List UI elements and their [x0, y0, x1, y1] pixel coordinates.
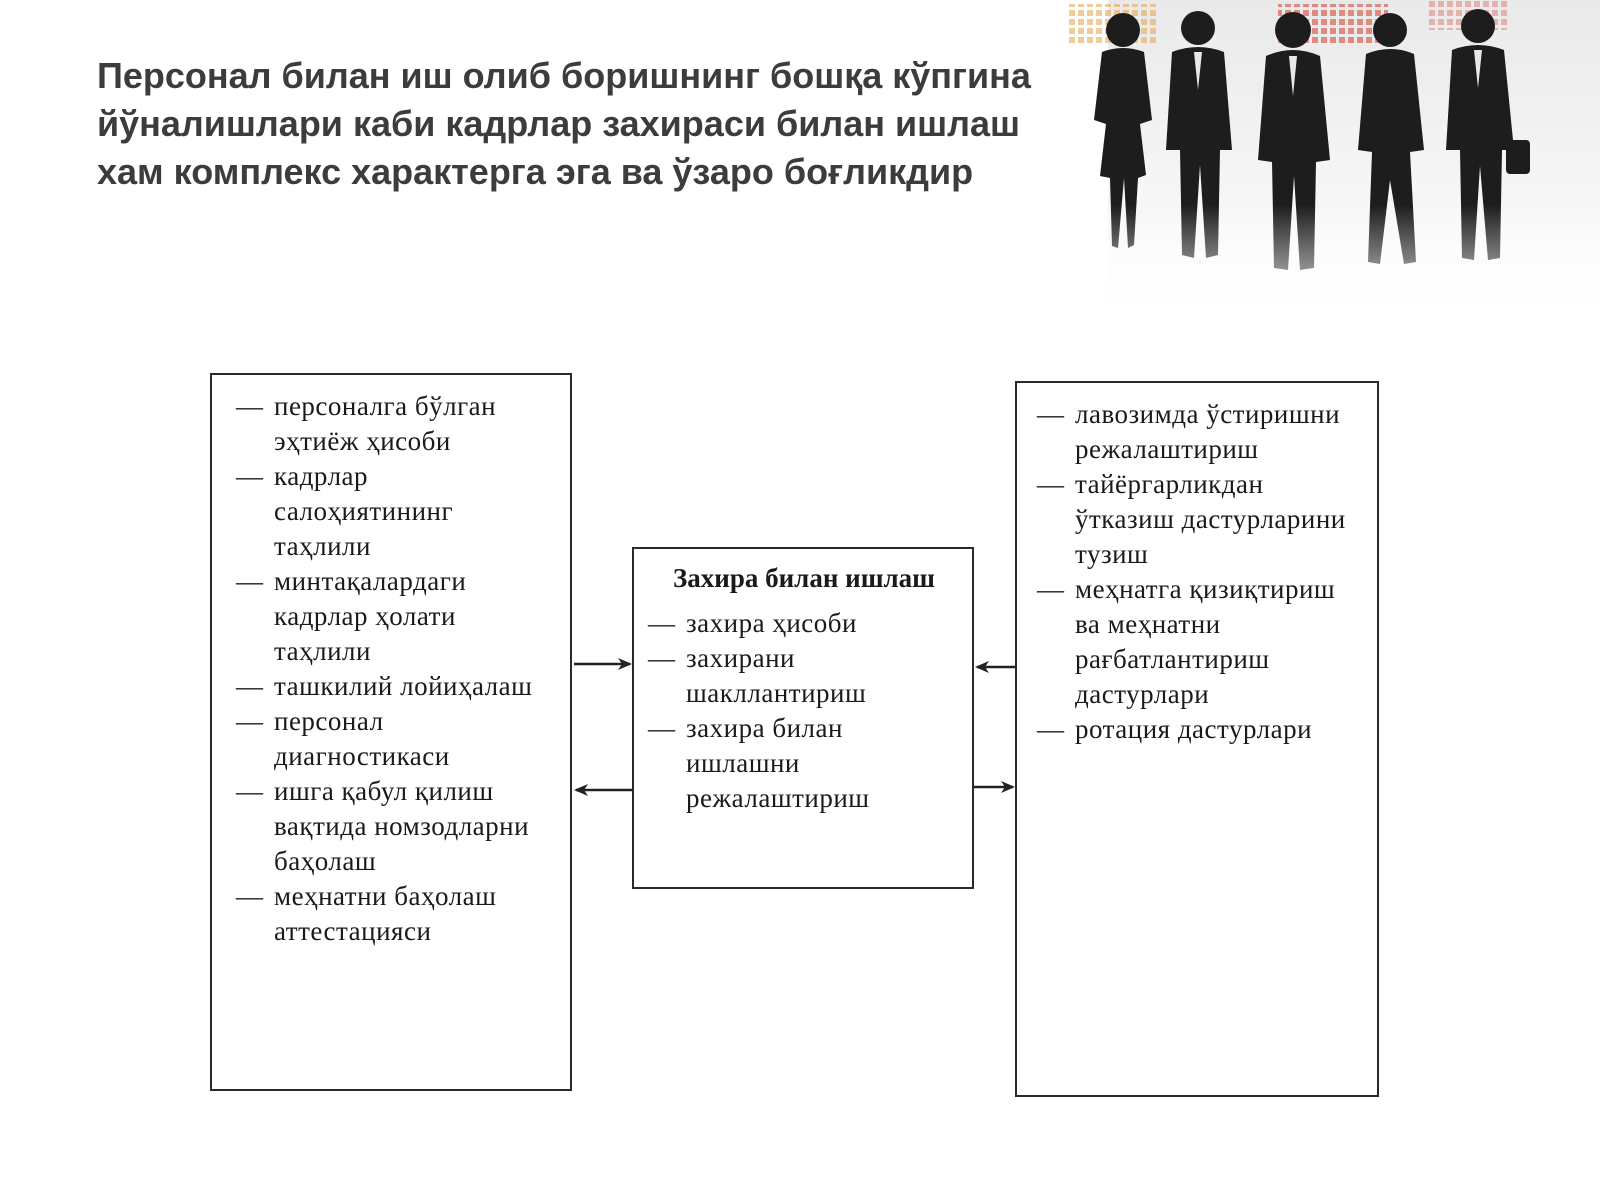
center-box-list: — захира ҳисоби — захирани шакллантириш — з…: [648, 606, 960, 816]
dash-glyph: —: [236, 391, 264, 421]
list-item-text: меҳнатга қизиқтириш ва меҳнатни рағбатла…: [1075, 574, 1336, 709]
list-item: — захира билан ишлашни режалаштириш: [648, 711, 960, 816]
list-item-text: тайёргарликдан ўтказиш дастурларини тузи…: [1075, 469, 1346, 569]
dash-glyph: —: [1037, 399, 1065, 429]
dash-glyph: —: [236, 461, 264, 491]
dash-glyph: —: [236, 566, 264, 596]
left-box: — персоналга бўлган эҳтиёж ҳисоби — кадрла…: [210, 373, 572, 1091]
list-item: — захира ҳисоби: [648, 606, 960, 641]
center-box: Захира билан ишлаш — захира ҳисоби — захир…: [632, 547, 974, 889]
dash-glyph: —: [236, 706, 264, 736]
dash-glyph: —: [1037, 469, 1065, 499]
list-item: — меҳнатни баҳолаш аттестацияси: [236, 879, 554, 949]
list-item-text: кадрлар салоҳиятининг таҳлили: [274, 461, 454, 561]
dash-glyph: —: [236, 671, 264, 701]
list-item-text: меҳнатни баҳолаш аттестацияси: [274, 881, 497, 946]
list-item-text: ротация дастурлари: [1075, 714, 1313, 744]
list-item-text: захира билан ишлашни режалаштириш: [686, 713, 870, 813]
list-item: — персоналга бўлган эҳтиёж ҳисоби: [236, 389, 554, 459]
dash-glyph: —: [236, 776, 264, 806]
list-item: — кадрлар салоҳиятининг таҳлили: [236, 459, 554, 564]
list-item: — персонал диагностикаси: [236, 704, 554, 774]
dash-glyph: —: [648, 713, 676, 743]
list-item-text: персонал диагностикаси: [274, 706, 450, 771]
list-item-text: персоналга бўлган эҳтиёж ҳисоби: [274, 391, 497, 456]
list-item-text: минтақалардаги кадрлар ҳолати таҳлили: [274, 566, 467, 666]
list-item-text: ишга қабул қилиш вақтида номзодларни баҳ…: [274, 776, 530, 876]
list-item: — минтақалардаги кадрлар ҳолати таҳлили: [236, 564, 554, 669]
list-item: — ишга қабул қилиш вақтида номзодларни ба…: [236, 774, 554, 879]
list-item: — захирани шакллантириш: [648, 641, 960, 711]
dash-glyph: —: [1037, 714, 1065, 744]
list-item: — ротация дастурлари: [1037, 712, 1363, 747]
list-item-text: лавозимда ўстиришни режалаштириш: [1075, 399, 1341, 464]
left-box-list: — персоналга бўлган эҳтиёж ҳисоби — кадрла…: [236, 389, 554, 949]
dash-glyph: —: [648, 608, 676, 638]
center-box-title: Захира билан ишлаш: [673, 563, 935, 593]
list-item-text: захирани шакллантириш: [686, 643, 867, 708]
dash-glyph: —: [1037, 574, 1065, 604]
right-box: — лавозимда ўстиришни режалаштириш — тайёр…: [1015, 381, 1379, 1097]
list-item-text: ташкилий лойиҳалаш: [274, 671, 533, 701]
list-item: — меҳнатга қизиқтириш ва меҳнатни рағбатл…: [1037, 572, 1363, 712]
business-people-silhouettes-icon: [1068, 0, 1600, 330]
list-item-text: захира ҳисоби: [686, 608, 857, 638]
list-item: — ташкилий лойиҳалаш: [236, 669, 554, 704]
right-box-list: — лавозимда ўстиришни режалаштириш — тайёр…: [1037, 397, 1363, 747]
list-item: — лавозимда ўстиришни режалаштириш: [1037, 397, 1363, 467]
list-item: — тайёргарликдан ўтказиш дастурларини туз…: [1037, 467, 1363, 572]
slide-title: Персонал билан иш олиб боришнинг бошқа к…: [97, 55, 1031, 192]
dash-glyph: —: [236, 881, 264, 911]
dash-glyph: —: [648, 643, 676, 673]
